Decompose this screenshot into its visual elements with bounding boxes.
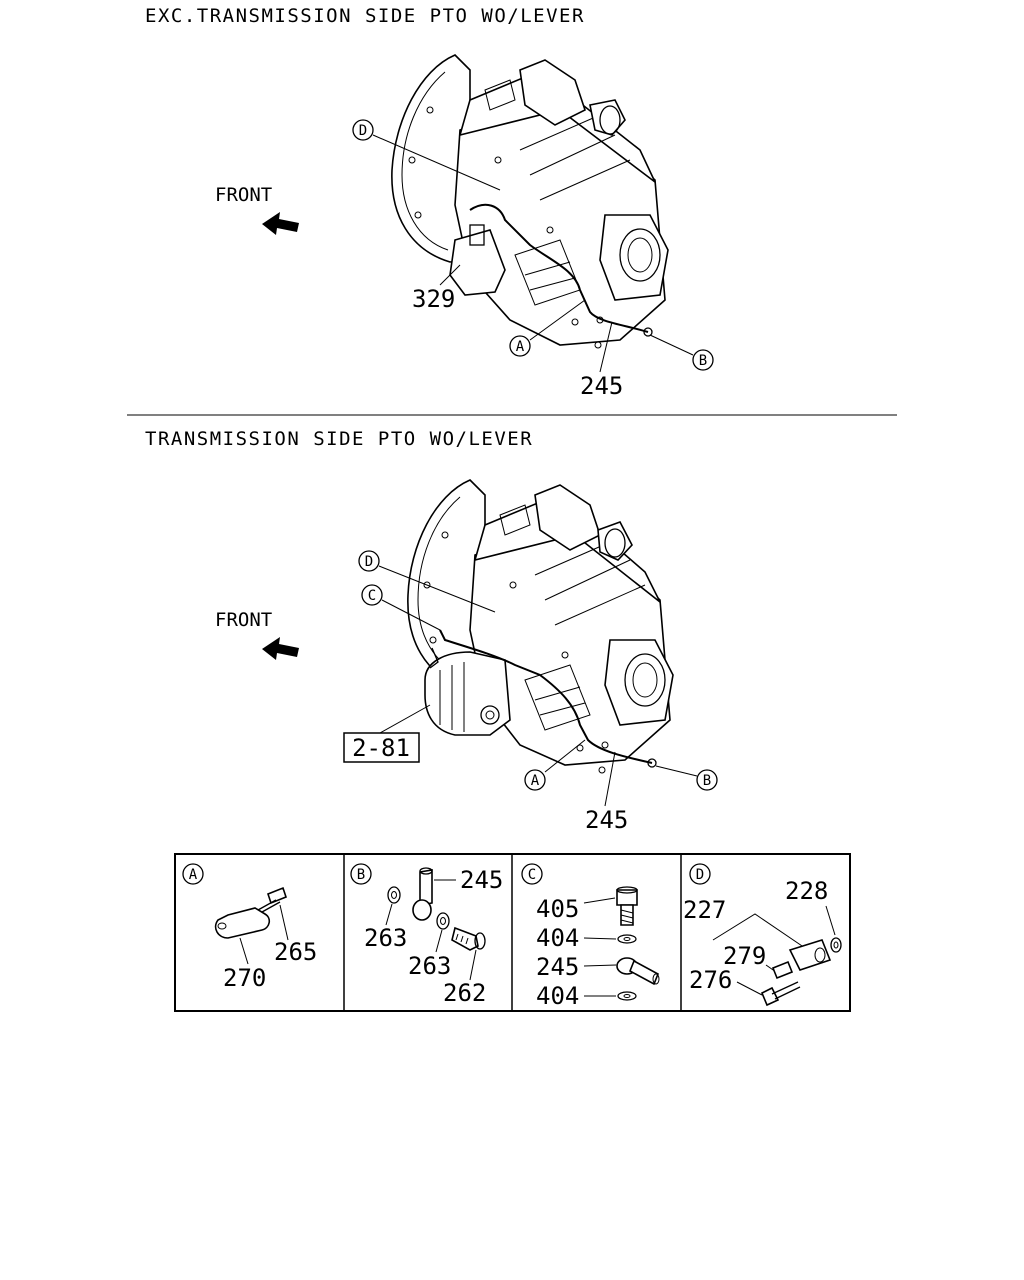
- washer-263-a: [387, 886, 401, 904]
- s2-rear-extension: [604, 639, 674, 726]
- svg-text:404: 404: [536, 982, 579, 1010]
- svg-text:B: B: [699, 353, 707, 369]
- svg-text:D: D: [365, 554, 373, 570]
- bracket-227: [788, 939, 832, 971]
- nut-279: [771, 960, 794, 980]
- s1-callout-a: A: [509, 299, 586, 357]
- svg-text:404: 404: [536, 924, 579, 952]
- section-1-front-label: FRONT: [215, 184, 272, 206]
- detail-panels: A 265 270 B 245 263: [174, 853, 851, 1012]
- svg-text:245: 245: [460, 866, 503, 894]
- washer-263-b: [436, 912, 450, 930]
- washer-228: [830, 937, 842, 953]
- panel-a-key: A: [189, 867, 198, 883]
- s1-shift-tower: [519, 59, 586, 126]
- detail-panel-a: A 265 270: [182, 863, 317, 992]
- section-1-front-indicator: FRONT: [215, 184, 299, 235]
- svg-text:2-81: 2-81: [352, 734, 410, 762]
- svg-text:A: A: [516, 339, 525, 355]
- panel-d-key: D: [696, 867, 704, 883]
- washer-404-b: [617, 991, 637, 1001]
- s2-callout-b: B: [655, 765, 718, 791]
- svg-text:228: 228: [785, 877, 828, 905]
- section-2-front-indicator: FRONT: [215, 609, 299, 660]
- svg-text:279: 279: [723, 942, 766, 970]
- section-2-title: TRANSMISSION SIDE PTO WO/LEVER: [145, 428, 533, 450]
- section-2-front-arrow-icon: [262, 637, 299, 660]
- panel-c-key: C: [528, 867, 536, 883]
- detail-panel-c: C 405 404 245 404: [521, 863, 660, 1010]
- s2-side-pto-unit: [424, 651, 511, 736]
- pipe-245-b: [419, 869, 433, 906]
- s2-callout-a: A: [524, 739, 586, 791]
- section-1-front-arrow-icon: [262, 212, 299, 235]
- s1-callout-d: D: [352, 119, 501, 191]
- s2-part-245: 245: [585, 806, 628, 834]
- svg-text:262: 262: [443, 979, 486, 1007]
- s2-callout-c: C: [361, 584, 441, 631]
- svg-text:B: B: [703, 773, 711, 789]
- svg-text:263: 263: [408, 952, 451, 980]
- svg-text:245: 245: [536, 953, 579, 981]
- bolt-405: [616, 889, 638, 906]
- bolt-276: [760, 986, 780, 1007]
- svg-text:276: 276: [689, 966, 732, 994]
- section-1-title: EXC.TRANSMISSION SIDE PTO WO/LEVER: [145, 5, 585, 27]
- section-2-transmission-drawing: [407, 479, 674, 774]
- bolt-265: [267, 886, 287, 905]
- s1-part-329: 329: [412, 285, 455, 313]
- s1-bell-housing: [391, 54, 471, 263]
- s2-callout-d: D: [358, 550, 496, 613]
- svg-text:265: 265: [274, 938, 317, 966]
- washer-404-a: [617, 934, 637, 944]
- svg-text:A: A: [531, 773, 540, 789]
- s1-part-245: 245: [580, 372, 623, 400]
- detail-panel-d: D 228 227 279 276: [683, 863, 842, 1007]
- panel-b-key: B: [357, 867, 365, 883]
- svg-text:D: D: [359, 123, 367, 139]
- section-2-front-label: FRONT: [215, 609, 272, 631]
- s2-ref-box: 2-81: [343, 704, 431, 763]
- svg-text:C: C: [368, 588, 376, 604]
- bolt-262: [451, 926, 479, 951]
- s1-rear-extension: [599, 214, 669, 301]
- s1-callout-b: B: [649, 334, 714, 371]
- clip-270: [214, 907, 271, 939]
- detail-panel-b: B 245 263 263 262: [350, 863, 503, 1007]
- svg-text:263: 263: [364, 924, 407, 952]
- svg-text:227: 227: [683, 896, 726, 924]
- svg-text:405: 405: [536, 895, 579, 923]
- s2-pipe-245: [439, 629, 653, 764]
- svg-text:270: 270: [223, 964, 266, 992]
- section-1-transmission-drawing: [391, 54, 669, 349]
- eye-fitting: [412, 899, 432, 921]
